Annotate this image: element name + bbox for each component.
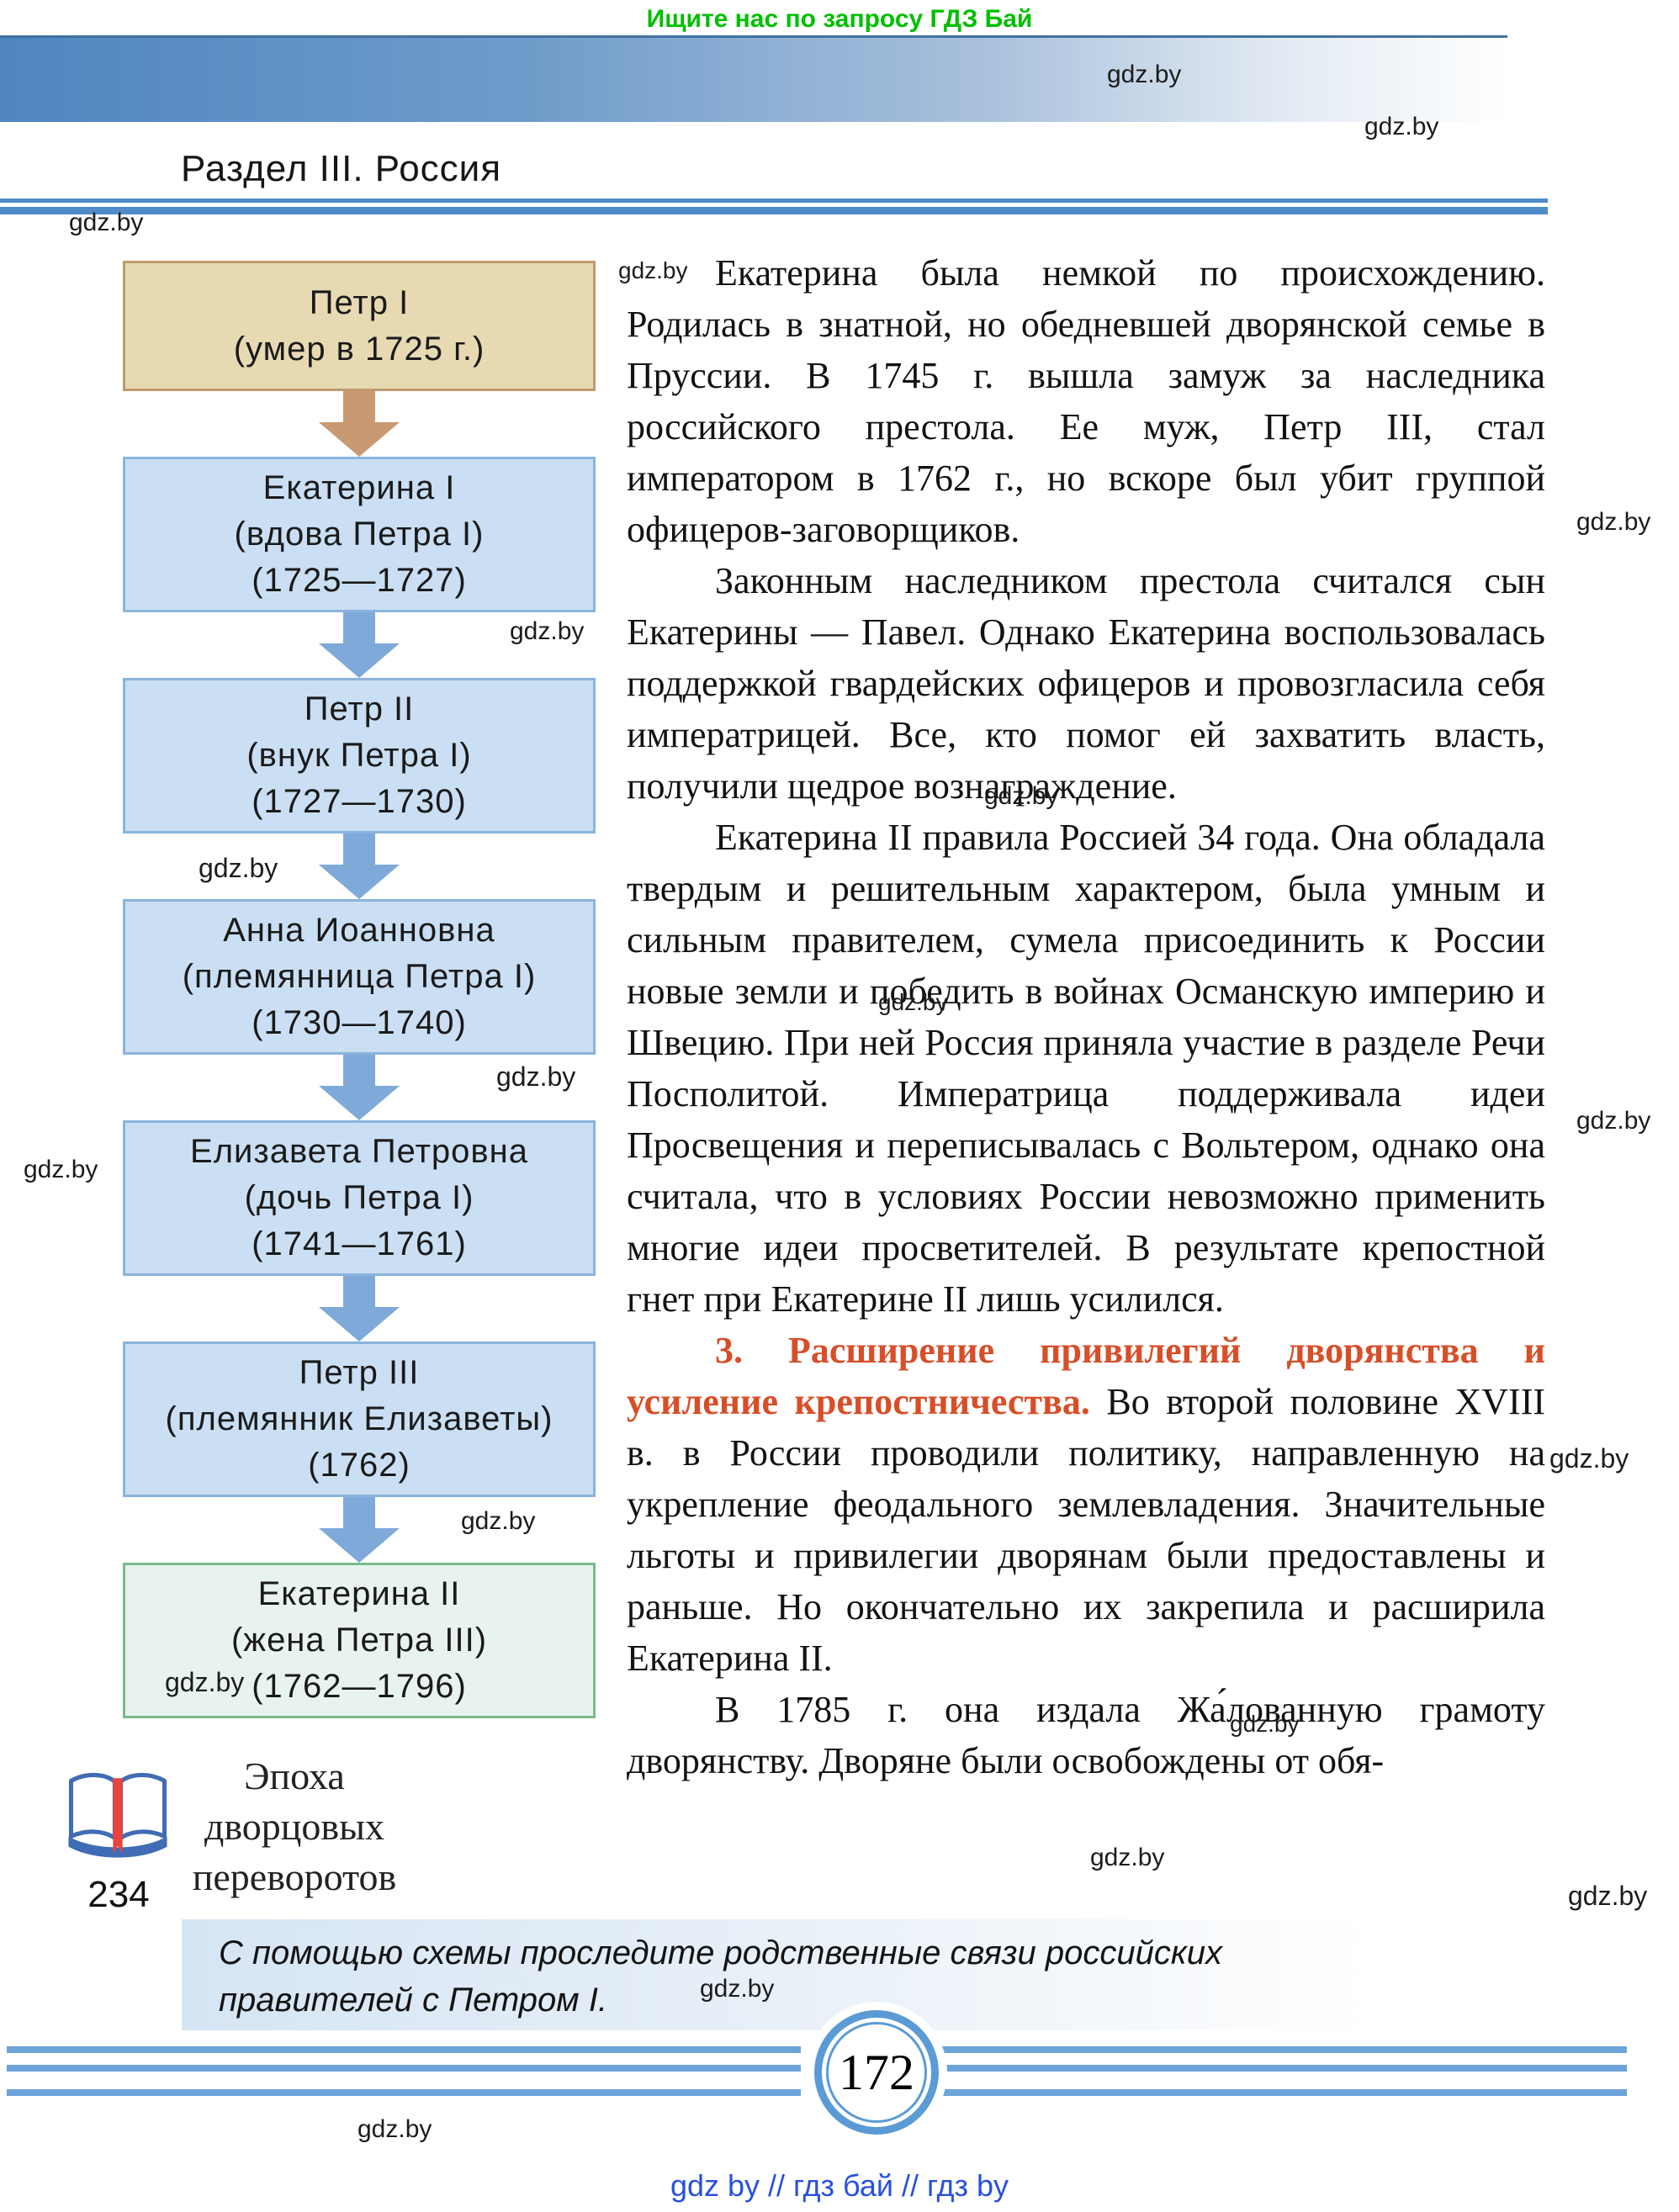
watermark: gdz.by — [69, 209, 144, 236]
diagram-box-line: (1727—1730) — [252, 783, 467, 820]
diagram-box-line: Петр III — [299, 1354, 420, 1391]
diagram-box-line: (вдова Петра I) — [234, 516, 485, 553]
watermark: gdz.by — [878, 989, 948, 1015]
header-rule-thick — [0, 207, 1548, 214]
diagram-box-petr1: Петр I (умер в 1725 г.) — [123, 261, 596, 391]
article-column: Екатерина была немкой по происхождению. … — [627, 247, 1545, 1786]
watermark: gdz.by — [496, 1061, 576, 1092]
diagram-box-ekaterina2: Екатерина II (жена Петра III) (1762—1796… — [123, 1563, 596, 1718]
diagram-box-line: Елизавета Петровна — [190, 1133, 528, 1170]
flow-arrow-icon — [319, 391, 400, 457]
flow-arrow-icon — [319, 1055, 400, 1120]
paragraph: В 1785 г. она издала Жа́лованную грамоту… — [627, 1689, 1545, 1781]
diagram-box-line: (дочь Петра I) — [244, 1179, 474, 1216]
page-number: 172 — [839, 2044, 914, 2100]
watermark: gdz.by — [1364, 113, 1439, 140]
diagram-box-line: (племянник Елизаветы) — [165, 1400, 553, 1437]
watermark: gdz.by — [165, 1667, 245, 1697]
footer-rule — [937, 2046, 1627, 2053]
task-box: С помощью схемы проследите родственные с… — [182, 1919, 1371, 2030]
watermark: gdz.by — [1090, 1844, 1165, 1871]
diagram-box-line: (1762—1796) — [252, 1668, 467, 1705]
diagram-box-line: (1741—1761) — [252, 1225, 467, 1262]
watermark: gdz.by — [358, 2115, 432, 2143]
diagram-box-line: (внук Петра I) — [246, 737, 472, 774]
diagram-box-line: Анна Иоанновна — [223, 912, 495, 949]
watermark: gdz.by — [1549, 1443, 1629, 1474]
watermark: gdz.by — [1230, 1711, 1300, 1737]
watermark: gdz.by — [1107, 61, 1182, 88]
diagram-caption: Эпоха дворцовых переворотов — [151, 1751, 437, 1902]
diagram-box-petr2: Петр II (внук Петра I) (1727—1730) — [123, 678, 596, 833]
paragraph: Законным наследником престола считался с… — [627, 560, 1545, 807]
diagram-box-line: Екатерина II — [257, 1575, 461, 1612]
paragraph: Екатерина II правила Россией 34 года. Он… — [627, 817, 1545, 1320]
diagram-box-line: (племянница Петра I) — [182, 958, 537, 995]
sidebar-page-ref: 234 — [87, 1874, 150, 1915]
diagram-box-elizaveta: Елизавета Петровна (дочь Петра I) (1741—… — [123, 1120, 596, 1276]
diagram-box-anna: Анна Иоанновна (племянница Петра I) (173… — [123, 899, 596, 1055]
watermark: gdz.by — [1576, 508, 1651, 536]
flow-arrow-icon — [319, 1497, 400, 1563]
task-text: С помощью схемы проследите родственные с… — [219, 1934, 1222, 2019]
watermark: gdz.by — [510, 617, 585, 645]
watermark: gdz.by — [1568, 1881, 1648, 1911]
flow-arrow-icon — [319, 1276, 400, 1341]
promo-banner: Ищите нас по запросу ГДЗ Бай — [646, 5, 1033, 33]
diagram-box-line: (умер в 1725 г.) — [233, 330, 485, 368]
watermark: gdz.by — [618, 257, 688, 283]
diagram-caption-line: Эпоха дворцовых — [204, 1754, 385, 1848]
section-title: Раздел III. Россия — [181, 148, 502, 189]
page-number-ring: 172 — [826, 2022, 927, 2123]
watermark: gdz.by — [461, 1507, 536, 1535]
dynasty-diagram: Петр I (умер в 1725 г.) Екатерина I (вдо… — [123, 261, 596, 1718]
footer-links: gdz by // гдз бай // гдз by — [670, 2168, 1009, 2203]
diagram-box-line: (1725—1727) — [252, 562, 467, 599]
watermark: gdz.by — [1576, 1107, 1651, 1135]
flow-arrow-icon — [319, 612, 400, 678]
open-book-icon — [64, 1768, 172, 1866]
watermark: gdz.by — [984, 782, 1059, 810]
diagram-caption-line: переворотов — [192, 1855, 397, 1898]
diagram-box-line: (жена Петра III) — [230, 1622, 488, 1659]
page-number-badge: 172 — [814, 2010, 939, 2135]
watermark: gdz.by — [24, 1156, 98, 1183]
diagram-box-line: (1762) — [308, 1447, 410, 1484]
diagram-box-petr3: Петр III (племянник Елизаветы) (1762) — [123, 1341, 596, 1497]
flow-arrow-icon — [319, 833, 400, 899]
diagram-box-line: Петр II — [304, 691, 415, 728]
footer-rule — [937, 2065, 1627, 2072]
paragraph: 3. Расширение привилегий дворянства и ус… — [627, 1325, 1545, 1684]
diagram-box-line: Петр I — [309, 283, 410, 321]
diagram-box-line: Екатерина I — [262, 469, 456, 506]
header-bar — [0, 35, 1507, 122]
footer-rule — [7, 2046, 801, 2053]
section-heading: 3. Расширение привилегий дворянства и ус… — [627, 1330, 1545, 1422]
watermark: gdz.by — [199, 853, 278, 883]
paragraph-text: Во второй половине XVIII в. в России про… — [627, 1381, 1546, 1679]
footer-rule — [7, 2089, 801, 2096]
diagram-box-line: (1730—1740) — [252, 1004, 467, 1041]
watermark: gdz.by — [700, 1975, 775, 2003]
footer-rule — [7, 2065, 801, 2072]
diagram-box-ekaterina1: Екатерина I (вдова Петра I) (1725—1727) — [123, 457, 596, 612]
paragraph: Екатерина была немкой по происхождению. … — [627, 252, 1545, 550]
header-rule-thin — [0, 198, 1548, 203]
footer-rule — [937, 2089, 1627, 2096]
